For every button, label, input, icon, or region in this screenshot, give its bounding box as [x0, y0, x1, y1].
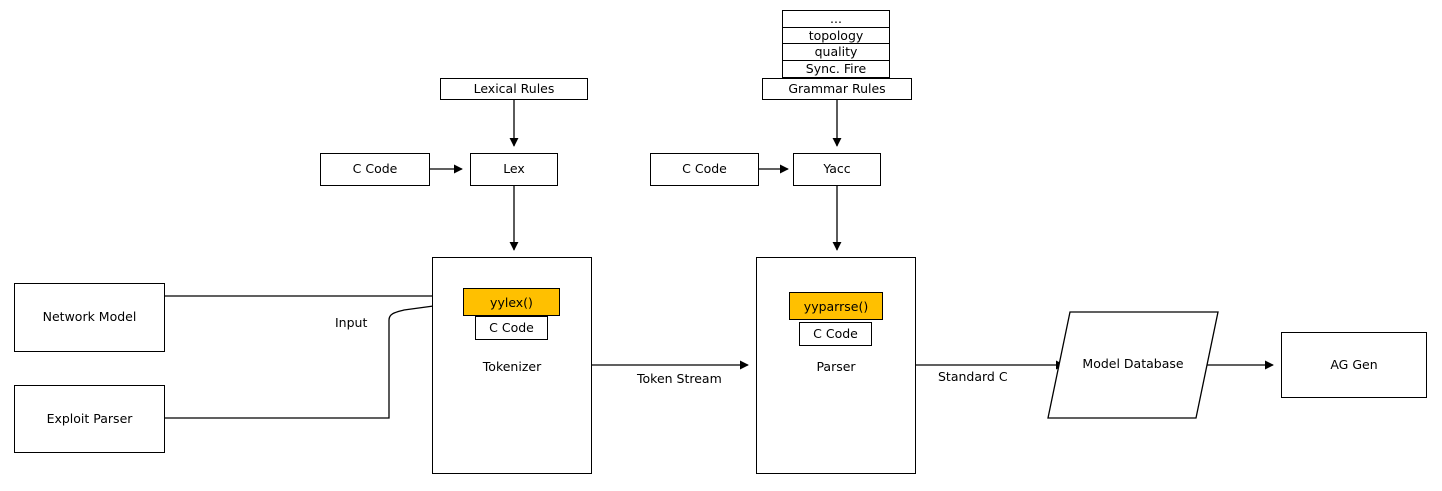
stack-row: topology	[783, 27, 889, 44]
model-database-label[interactable]: Model Database	[1082, 356, 1184, 371]
tokenizer-label: Tokenizer	[482, 359, 542, 374]
network-model-box[interactable]: Network Model	[14, 283, 165, 352]
edge-label-input: Input	[335, 315, 368, 330]
stack-row: quality	[783, 44, 889, 61]
exploit-parser-box[interactable]: Exploit Parser	[14, 385, 165, 453]
c-code-lex-box[interactable]: C Code	[320, 153, 430, 186]
grammar-rules-box[interactable]: Grammar Rules	[762, 78, 912, 100]
ag-gen-box[interactable]: AG Gen	[1281, 332, 1427, 398]
yyparse-function-box[interactable]: yyparrse()	[789, 292, 883, 320]
yylex-function-box[interactable]: yylex()	[463, 288, 560, 316]
parser-c-code-box[interactable]: C Code	[799, 322, 872, 346]
edge-label-token-stream: Token Stream	[637, 371, 722, 386]
edge-exploit-parser-to-yylex	[165, 298, 464, 419]
lexical-rules-box[interactable]: Lexical Rules	[440, 78, 588, 100]
edge-label-standard-c: Standard C	[938, 369, 1008, 384]
yacc-box[interactable]: Yacc	[793, 153, 881, 186]
c-code-yacc-box[interactable]: C Code	[650, 153, 759, 186]
stack-row: ...	[783, 11, 889, 28]
stack-row: Sync. Fire	[783, 60, 889, 77]
tokenizer-c-code-box[interactable]: C Code	[475, 316, 548, 340]
parser-label: Parser	[816, 359, 856, 374]
lex-box[interactable]: Lex	[470, 153, 558, 186]
grammar-rule-stack: ... topology quality Sync. Fire	[782, 10, 890, 78]
parser-container[interactable]: Parser	[756, 257, 916, 474]
